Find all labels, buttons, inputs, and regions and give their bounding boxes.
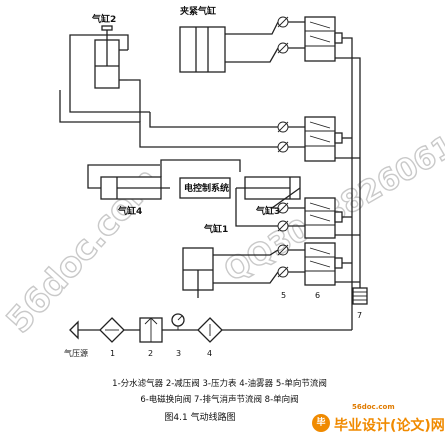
legend-line-1: 1-分水滤气器 2-减压阀 3-压力表 4-油雾器 5-单向节流阀 bbox=[112, 379, 327, 389]
exhaust-silencer bbox=[352, 280, 368, 305]
brand-logo: 毕 毕业设计(论文)网 bbox=[312, 414, 445, 434]
valve-group-upper bbox=[277, 116, 343, 162]
number-6: 6 bbox=[315, 291, 320, 300]
air-source-symbol bbox=[69, 320, 79, 340]
cylinder-2 bbox=[94, 25, 128, 89]
air-source-label: 气压源 bbox=[64, 348, 88, 358]
number-2: 2 bbox=[148, 349, 153, 358]
filter-1 bbox=[99, 317, 125, 343]
cylinder-1 bbox=[182, 247, 214, 298]
figure-caption: 图4.1 气动线路图 bbox=[164, 413, 236, 423]
valve-group-clamp bbox=[277, 16, 343, 62]
cylinder-4 bbox=[100, 176, 170, 200]
pipe-network bbox=[59, 21, 361, 331]
cylinder-3 bbox=[236, 176, 301, 200]
valve-group-lower bbox=[277, 242, 343, 286]
cylinder-1-label: 气缸1 bbox=[203, 223, 228, 235]
number-3: 3 bbox=[176, 349, 181, 358]
valve-group-middle bbox=[277, 197, 343, 239]
electric-control-label: 电控制系统 bbox=[184, 182, 229, 194]
clamp-cylinder-label: 夹紧气缸 bbox=[180, 5, 216, 17]
pressure-gauge-3 bbox=[171, 313, 185, 330]
number-5: 5 bbox=[281, 291, 286, 300]
cylinder-4-label: 气缸4 bbox=[117, 205, 142, 217]
logo-mark-icon: 毕 bbox=[312, 414, 330, 432]
site-watermark: 56doc.com bbox=[352, 403, 395, 411]
clamp-cylinder bbox=[179, 26, 226, 73]
number-4: 4 bbox=[207, 349, 212, 358]
number-1: 1 bbox=[110, 349, 115, 358]
pressure-reducing-valve-2 bbox=[139, 317, 163, 343]
cylinder-3-label: 气缸3 bbox=[255, 205, 280, 217]
number-7: 7 bbox=[357, 311, 362, 320]
legend-line-2: 6-电磁换向阀 7-排气消声节流阀 8-单向阀 bbox=[140, 395, 299, 405]
electric-control-box bbox=[179, 177, 231, 199]
lubricator-4 bbox=[197, 317, 223, 343]
logo-text: 毕业设计(论文)网 bbox=[334, 418, 445, 434]
cylinder-2-label: 气缸2 bbox=[91, 13, 116, 25]
